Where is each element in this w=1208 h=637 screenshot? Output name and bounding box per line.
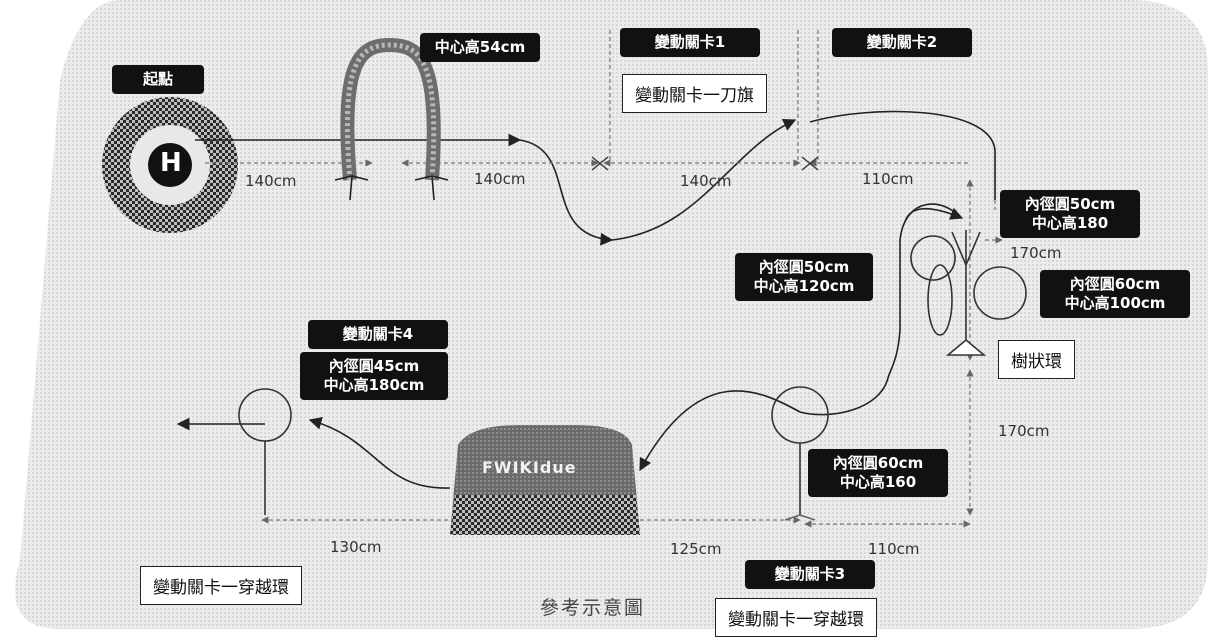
gate-markers [591, 156, 819, 171]
label-variable-1: 變動關卡1 [620, 28, 760, 57]
arch-hoop [334, 37, 449, 201]
dim-125: 125cm [670, 540, 722, 558]
diagram-title: 參考示意圖 [540, 597, 646, 619]
start-pad [102, 97, 238, 233]
dimension-lines [205, 30, 1003, 528]
start-h-mark: H [160, 148, 182, 178]
tree-ring-structure [910, 230, 1027, 356]
box-variable-1-flag: 變動關卡一刀旗 [622, 74, 767, 113]
box-variable-3-ring: 變動關卡一穿越環 [715, 598, 877, 637]
dim-170-lower: 170cm [998, 422, 1050, 440]
tunnel-logo-text: FWIKIdue [482, 458, 577, 477]
dim-110-top: 110cm [862, 170, 914, 188]
box-tree-ring: 樹狀環 [998, 340, 1075, 379]
label-variable-3: 變動關卡3 [745, 560, 875, 589]
label-hoop-height: 中心高54cm [420, 33, 540, 62]
dim-110-bottom: 110cm [868, 540, 920, 558]
dim-140-c: 140cm [680, 172, 732, 190]
label-variable-4: 變動關卡4 [308, 320, 448, 349]
flight-path [176, 110, 996, 489]
hoop-ring-right [771, 386, 829, 521]
dim-140-a: 140cm [245, 172, 297, 190]
box-variable-4-ring: 變動關卡一穿越環 [140, 566, 302, 605]
hoop-ring-left [238, 388, 292, 515]
label-variable-2: 變動關卡2 [832, 28, 972, 57]
dim-130: 130cm [330, 538, 382, 556]
label-start: 起點 [112, 65, 204, 94]
dim-170-upper: 170cm [1010, 244, 1062, 262]
dim-140-b: 140cm [474, 170, 526, 188]
tunnel [450, 425, 640, 535]
